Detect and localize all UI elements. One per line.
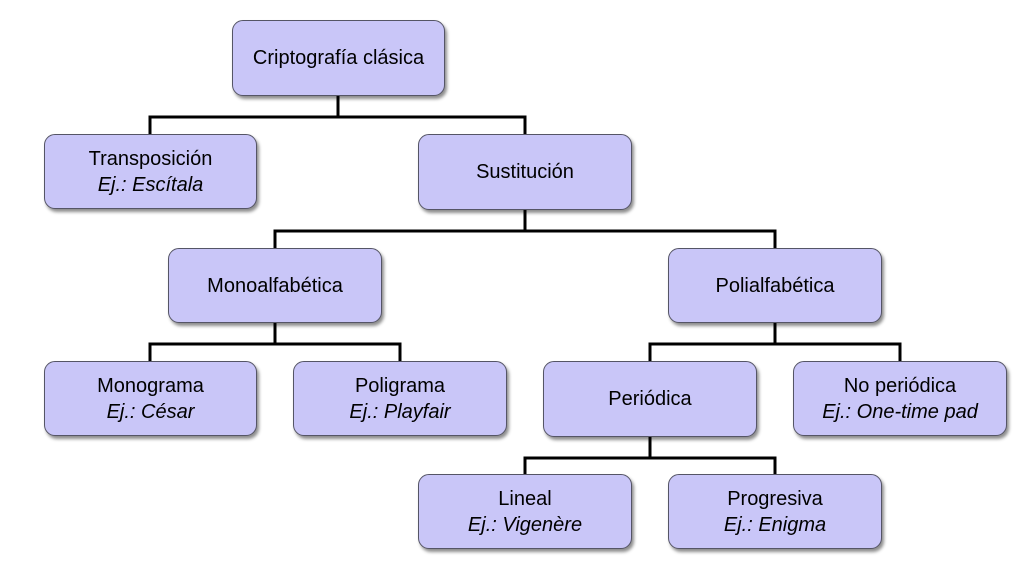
node-example: Ej.: Enigma — [723, 513, 827, 536]
node-label: No periódica — [843, 374, 957, 397]
node-no-periodica: No periódica Ej.: One-time pad — [793, 361, 1007, 436]
node-monoalfabetica: Monoalfabética — [168, 248, 382, 323]
node-label: Monograma — [97, 374, 204, 397]
node-label: Poligrama — [354, 374, 446, 397]
connector-monoalfabetica — [148, 321, 402, 363]
node-label: Criptografía clásica — [252, 47, 425, 69]
node-label: Polialfabética — [715, 274, 835, 297]
node-criptografia-clasica: Criptografía clásica — [232, 20, 445, 96]
node-label: Lineal — [498, 487, 552, 510]
node-example: Ej.: César — [106, 400, 195, 423]
node-example: Ej.: Playfair — [349, 400, 451, 423]
node-example: Ej.: One-time pad — [822, 400, 978, 423]
node-label: Periódica — [608, 388, 692, 410]
node-example: Ej.: Vigenère — [467, 513, 583, 536]
node-lineal: Lineal Ej.: Vigenère — [418, 474, 632, 549]
node-sustitucion: Sustitución — [418, 134, 632, 210]
node-transposicion: Transposición Ej.: Escítala — [44, 134, 257, 209]
connector-root — [148, 94, 527, 136]
node-poligrama: Poligrama Ej.: Playfair — [293, 361, 507, 436]
node-label: Progresiva — [727, 487, 823, 510]
node-label: Transposición — [88, 147, 213, 170]
connector-sustitucion — [273, 208, 777, 250]
node-example: Ej.: Escítala — [97, 173, 204, 196]
node-monograma: Monograma Ej.: César — [44, 361, 257, 436]
node-periodica: Periódica — [543, 361, 757, 437]
node-label: Sustitución — [476, 161, 574, 183]
node-progresiva: Progresiva Ej.: Enigma — [668, 474, 882, 549]
connector-polialfabetica — [648, 321, 902, 363]
node-label: Monoalfabética — [207, 274, 343, 297]
connector-periodica — [523, 435, 777, 476]
node-polialfabetica: Polialfabética — [668, 248, 882, 323]
